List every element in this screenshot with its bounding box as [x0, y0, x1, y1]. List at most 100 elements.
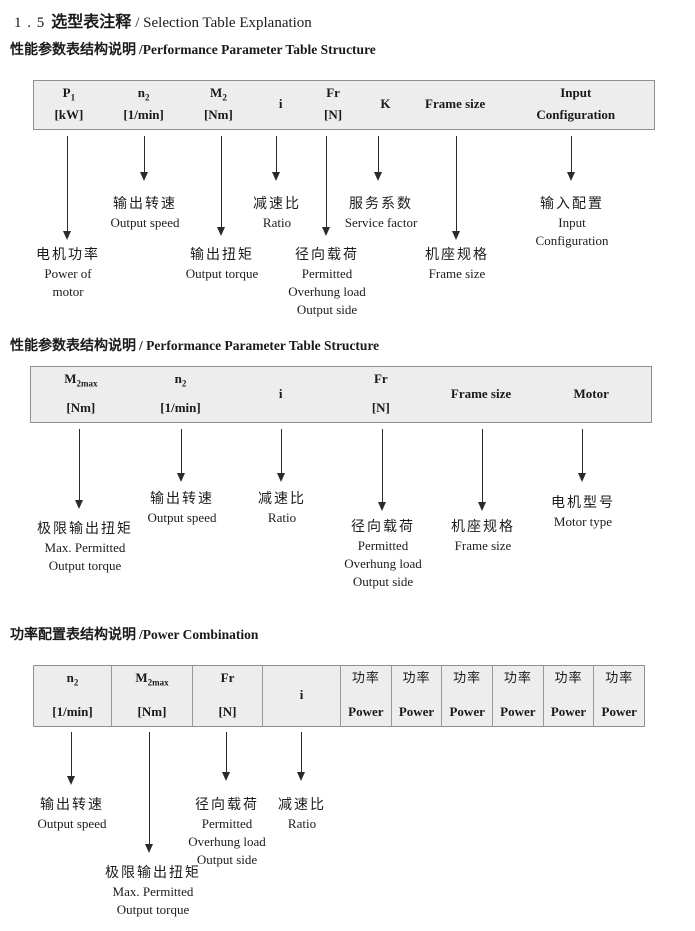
column-header-power: 功率 Power: [442, 666, 494, 726]
label-line: Power of: [44, 266, 92, 281]
down-arrow-icon: [373, 136, 382, 181]
callout-ratio: 减速比 Ratio: [258, 490, 306, 527]
callout-power-of-motor: 电机功率 Power of motor: [36, 246, 100, 301]
down-arrow-icon: [139, 136, 148, 181]
column-header-motor: Motor: [573, 385, 609, 401]
down-arrow-icon: [271, 136, 280, 181]
callout-frame-size: 机座规格 Frame size: [451, 518, 515, 555]
label-line: 机座规格: [451, 520, 515, 535]
label-line: Input: [558, 215, 586, 230]
label-line: Overhung load: [188, 834, 266, 849]
column-header-power: 功率 Power: [493, 666, 544, 726]
label-line: 减速比: [253, 197, 301, 212]
column-header-power: 功率 Power: [341, 666, 392, 726]
column-header-frame-size: Frame size: [425, 96, 486, 111]
down-arrow-icon: [62, 136, 71, 240]
label-line: Ratio: [267, 510, 297, 525]
column-header-i: i: [278, 96, 283, 111]
label-line: Max. Permitted: [112, 884, 194, 899]
down-arrow-icon: [566, 136, 575, 181]
callout-service-factor: 服务系数 Service factor: [345, 195, 418, 232]
label-line: Permitted: [201, 816, 253, 831]
column-header-n2: n2 [1/min]: [160, 371, 201, 415]
label-line: 输出扭矩: [189, 248, 254, 263]
label-line: Output side: [296, 302, 358, 317]
label-line: Motor type: [553, 514, 613, 529]
label-line: 减速比: [258, 492, 306, 507]
label-line: Ratio: [287, 816, 317, 831]
label-line: Output torque: [185, 266, 259, 281]
label-line: motor: [52, 284, 84, 299]
performance-table-1-header: P1 [kW] n2 [1/min] M2 [Nm] i Fr [N] K Fr…: [33, 80, 655, 130]
down-arrow-icon: [377, 429, 386, 511]
down-arrow-icon: [276, 429, 285, 482]
label-line: 电机功率: [36, 248, 100, 263]
label-line: 径向载荷: [295, 248, 359, 263]
section3-heading-zh: 功率配置表结构说明: [10, 628, 136, 643]
down-arrow-icon: [176, 429, 185, 482]
label-line: Permitted: [301, 266, 353, 281]
label-line: 机座规格: [425, 248, 489, 263]
label-line: 电机型号: [551, 496, 615, 511]
label-line: 服务系数: [348, 197, 413, 212]
label-line: Output torque: [116, 902, 190, 917]
column-header-input-configuration: Input Configuration: [536, 85, 616, 122]
column-header-frame-size: Frame size: [450, 385, 512, 401]
callout-ratio: 减速比 Ratio: [278, 796, 326, 833]
page-title-zh: 选型表注释: [51, 14, 132, 31]
column-header-fr: Fr [N]: [193, 666, 263, 726]
column-header-i: i: [278, 385, 283, 401]
label-line: 径向载荷: [351, 520, 415, 535]
label-line: Max. Permitted: [44, 540, 126, 555]
column-header-fr: Fr [N]: [371, 371, 390, 415]
column-header-k: K: [380, 96, 391, 111]
column-header-power: 功率 Power: [544, 666, 595, 726]
label-line: 减速比: [278, 798, 326, 813]
label-line: Frame size: [454, 538, 512, 553]
column-header-m2max: M2max [Nm]: [112, 666, 193, 726]
column-header-n2: n2 [1/min]: [34, 666, 112, 726]
callout-output-torque: 输出扭矩 Output torque: [186, 246, 259, 283]
label-line: Overhung load: [344, 556, 422, 571]
label-line: 径向载荷: [195, 798, 259, 813]
power-combination-table-header: n2 [1/min] M2max [Nm] Fr [N] i 功率 Power …: [33, 665, 645, 727]
label-line: Service factor: [344, 215, 418, 230]
column-header-fr: Fr [N]: [324, 85, 343, 122]
page-title-en: / Selection Table Explanation: [135, 15, 312, 31]
down-arrow-icon: [66, 732, 75, 785]
callout-output-speed: 输出转速 Output speed: [111, 195, 180, 232]
section2-heading: 性能参数表结构说明/ Performance Parameter Table S…: [10, 335, 379, 355]
label-line: Configuration: [535, 233, 609, 248]
down-arrow-icon: [216, 136, 225, 236]
label-line: 输出转速: [150, 492, 214, 507]
down-arrow-icon: [451, 136, 460, 240]
callout-ratio: 减速比 Ratio: [253, 195, 301, 232]
column-header-power: 功率 Power: [392, 666, 443, 726]
section1-heading-en: /Performance Parameter Table Structure: [139, 42, 376, 57]
label-line: Ratio: [262, 215, 292, 230]
label-line: Permitted: [357, 538, 409, 553]
performance-table-2-header: M2max [Nm] n2 [1/min] i Fr [N] Frame siz…: [30, 366, 652, 423]
label-line: Output speed: [110, 215, 180, 230]
label-line: 输出转速: [40, 798, 104, 813]
column-header-m2max: M2max [Nm]: [64, 371, 98, 415]
down-arrow-icon: [74, 429, 83, 509]
label-line: Output side: [352, 574, 414, 589]
section1-heading: 性能参数表结构说明/Performance Parameter Table St…: [10, 39, 376, 59]
callout-motor-type: 电机型号 Motor type: [551, 494, 615, 531]
column-header-power: 功率 Power: [601, 670, 637, 719]
down-arrow-icon: [144, 732, 153, 853]
down-arrow-icon: [477, 429, 486, 511]
label-line: 输入配置: [540, 197, 604, 212]
label-line: Output torque: [48, 558, 122, 573]
label-line: 输出转速: [113, 197, 177, 212]
